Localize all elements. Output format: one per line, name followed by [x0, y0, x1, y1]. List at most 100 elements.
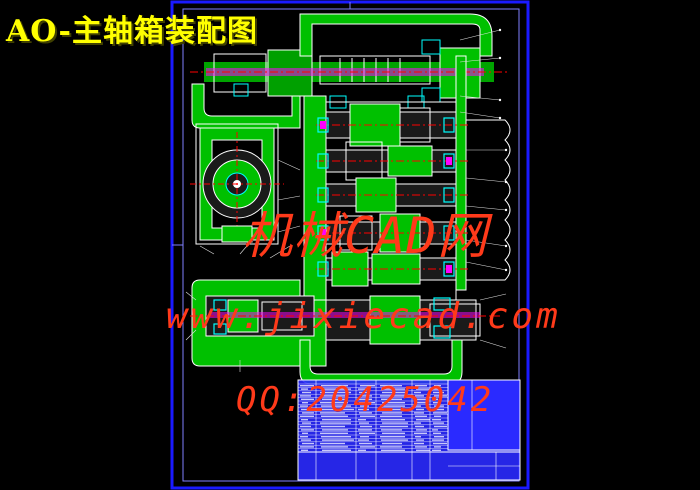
watermark-contact: QQ:20425042: [236, 380, 495, 420]
table-entry-mark: [432, 419, 441, 421]
middle-shaft-4: [316, 213, 470, 253]
table-entry-mark: [360, 446, 375, 448]
table-entry-mark: [358, 449, 366, 451]
table-entry-mark: [321, 436, 351, 438]
table-entry-mark: [382, 402, 405, 404]
table-entry-mark: [322, 429, 348, 431]
bearings-bottom: [213, 297, 451, 339]
table-entry-mark: [320, 422, 351, 424]
table-entry-mark: [302, 402, 308, 404]
table-entry-mark: [380, 385, 402, 387]
table-entry-mark: [300, 446, 314, 448]
table-entry-mark: [359, 402, 375, 404]
table-entry-mark: [301, 408, 311, 411]
table-entry-mark: [434, 385, 441, 387]
bottom-shaft-assembly: [190, 279, 500, 367]
watermark-url: www.jixiecad.com: [166, 296, 561, 337]
table-entry-mark: [380, 425, 408, 428]
table-entry-mark: [302, 391, 311, 394]
table-entry-mark: [381, 408, 408, 411]
table-entry-mark: [414, 391, 421, 394]
table-entry-mark: [380, 436, 405, 438]
right-breakline: [466, 119, 511, 281]
table-entry-mark: [358, 388, 366, 390]
table-entry-mark: [416, 439, 424, 441]
table-entry-mark: [320, 402, 348, 404]
table-entry-mark: [432, 398, 438, 400]
table-entry-mark: [382, 442, 402, 445]
table-entry-mark: [414, 422, 421, 424]
watermark-site-name: 机械CAD网: [242, 207, 489, 265]
table-entry-mark: [302, 422, 311, 424]
table-entry-mark: [380, 405, 405, 407]
table-entry-mark: [415, 385, 427, 387]
table-entry-mark: [381, 398, 402, 400]
table-entry-mark: [359, 442, 372, 445]
table-entry-mark: [434, 446, 441, 448]
table-entry-mark: [358, 408, 369, 411]
table-entry-mark: [415, 415, 427, 417]
table-entry-mark: [434, 405, 444, 407]
table-entry-mark: [360, 425, 372, 428]
table-entry-mark: [434, 395, 447, 397]
table-entry-mark: [415, 446, 427, 448]
table-entry-mark: [360, 395, 372, 397]
table-entry-mark: [414, 412, 424, 414]
table-entry-mark: [432, 449, 441, 451]
table-entry-mark: [320, 412, 345, 414]
top-housing: [299, 13, 493, 57]
table-entry-mark: [300, 395, 311, 397]
table-entry-mark: [322, 449, 351, 451]
table-entry-mark: [434, 415, 441, 417]
table-entry-mark: [416, 419, 430, 421]
parts-table: [297, 379, 521, 481]
table-entry-mark: [358, 429, 372, 431]
middle-shaft-3: [316, 177, 470, 213]
table-entry-mark: [322, 408, 354, 411]
table-entry-mark: [300, 405, 308, 407]
table-entry-mark: [359, 432, 375, 434]
table-entry-mark: [381, 439, 408, 441]
table-entry-mark: [301, 388, 308, 390]
table-entry-mark: [433, 442, 447, 445]
table-entry-mark: [302, 442, 314, 445]
table-entry-mark: [415, 425, 424, 428]
middle-shaft-1: [316, 103, 470, 147]
table-entry-mark: [321, 395, 345, 397]
table-entry-mark: [300, 436, 308, 438]
table-entry-mark: [433, 422, 444, 424]
table-entry-mark: [321, 385, 348, 387]
table-entry-mark: [416, 449, 430, 451]
table-entry-mark: [432, 388, 441, 390]
table-entry-mark: [302, 432, 308, 434]
table-entry-mark: [414, 402, 427, 404]
table-entry-mark: [360, 415, 375, 417]
table-entry-mark: [416, 398, 427, 400]
table-entry-mark: [301, 398, 314, 400]
table-entry-mark: [359, 391, 369, 394]
middle-shaft-5: [316, 251, 470, 287]
table-entry-mark: [433, 402, 441, 404]
table-entry-mark: [359, 412, 372, 414]
table-entry-mark: [416, 388, 430, 390]
table-entry-mark: [432, 429, 438, 431]
table-entry-mark: [381, 429, 402, 431]
top-shaft-assembly: [190, 47, 510, 99]
table-entry-mark: [300, 385, 314, 387]
table-entry-mark: [322, 439, 354, 441]
table-entry-mark: [382, 412, 402, 414]
table-entry-mark: [321, 405, 351, 407]
table-entry-mark: [382, 391, 408, 394]
table-entry-mark: [434, 436, 444, 438]
table-entry-mark: [322, 419, 351, 421]
table-entry-mark: [301, 439, 311, 441]
table-entry-mark: [358, 398, 372, 400]
table-entry-mark: [414, 442, 424, 445]
leader-dots: [498, 28, 508, 272]
table-entry-mark: [301, 429, 314, 431]
table-entry-mark: [358, 419, 366, 421]
table-entry-mark: [322, 398, 348, 400]
table-entry-mark: [380, 415, 402, 417]
table-entry-mark: [380, 395, 408, 397]
